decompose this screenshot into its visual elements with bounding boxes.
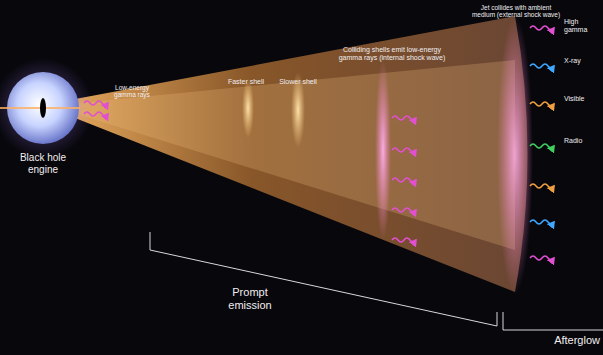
engine-label: Black hole engine [12,152,74,175]
band-label: Visible [564,95,600,103]
band-label: High gamma [564,18,600,34]
shock-label: Colliding shells emit low-energy gamma r… [338,46,446,62]
shell-label: Faster shell [226,78,266,86]
band-label: X-ray [564,57,600,65]
shock-label: Jet collides with ambient medium (extern… [470,4,562,19]
shell-label: Slower shell [278,78,318,86]
band-label: Radio [564,137,600,145]
bracket-label: Prompt emission [210,286,290,311]
bracket-label: Afterglow [520,334,600,347]
ray-label: Low-energy gamma rays [108,84,156,99]
